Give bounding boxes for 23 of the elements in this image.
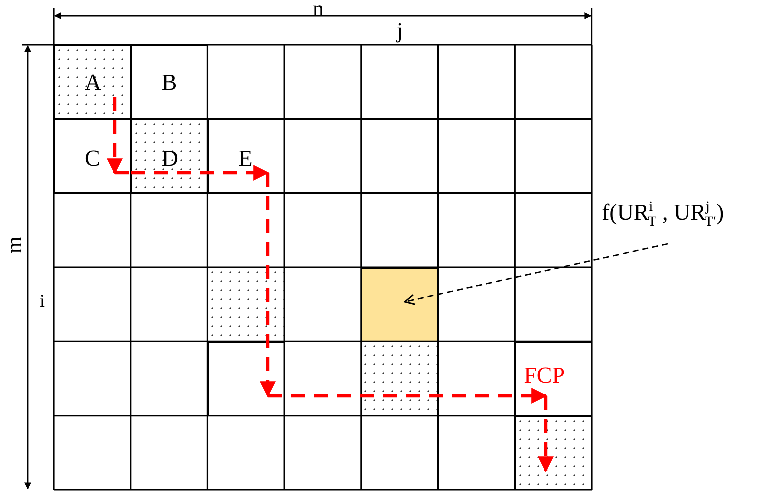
axis-label: j <box>397 18 404 44</box>
cell-letter: FCP <box>524 362 566 389</box>
cell-letter: D <box>162 146 178 172</box>
grid-cell <box>361 268 438 342</box>
grid-cell <box>515 416 592 490</box>
path-arrow <box>538 396 554 473</box>
grid-cell <box>208 342 285 416</box>
path-arrow <box>260 173 276 398</box>
path-arrow <box>268 388 548 404</box>
cell-letter: A <box>85 70 102 96</box>
leader-line <box>404 243 668 306</box>
axis-label: m <box>2 236 28 254</box>
axis-label: i <box>40 291 46 312</box>
grid-cell <box>54 45 131 120</box>
cell-letter: E <box>238 146 253 172</box>
formula-text: f(UR$^{i}$$_{T}$ , UR$^{j}$$_{T′}$) <box>602 200 724 231</box>
grid-cell <box>208 119 285 194</box>
path-arrow <box>107 97 123 175</box>
cell-letter: B <box>162 70 178 96</box>
path-arrow <box>131 165 270 181</box>
cell-letter: C <box>85 146 100 172</box>
grid-cell <box>130 45 208 120</box>
grid-cell <box>130 119 208 194</box>
